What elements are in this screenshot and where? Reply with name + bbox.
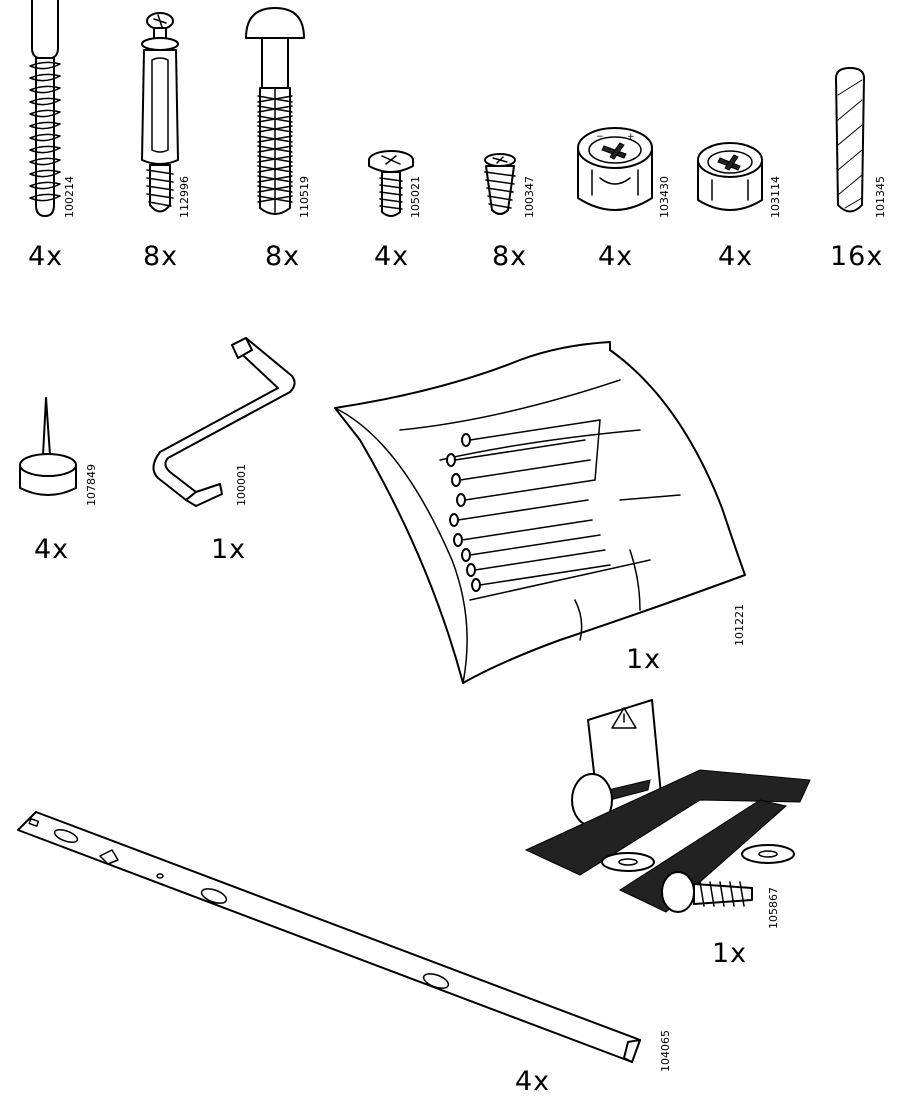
machine-screw-icon: [368, 150, 414, 217]
qty-101345: 16x: [830, 241, 884, 272]
cam-screw-icon: [484, 153, 516, 215]
code-103114: 103114: [769, 176, 782, 218]
code-101345: 101345: [874, 176, 887, 218]
nail-bag-icon: [334, 341, 746, 684]
qty-105021: 4x: [374, 241, 410, 272]
qty-112996: 8x: [143, 241, 179, 272]
code-107849: 107849: [85, 464, 98, 506]
code-105867: 105867: [767, 887, 780, 929]
code-103430: 103430: [658, 176, 671, 218]
lag-screw-icon: [29, 0, 61, 217]
qty-104065: 4x: [515, 1066, 551, 1097]
qty-105867: 1x: [712, 938, 748, 969]
qty-100214: 4x: [28, 241, 64, 272]
code-110519: 110519: [298, 176, 311, 218]
qty-107849: 4x: [34, 534, 70, 565]
code-100214: 100214: [63, 176, 76, 218]
code-112996: 112996: [178, 176, 191, 218]
qty-103430: 4x: [598, 241, 634, 272]
code-100001: 100001: [235, 464, 248, 506]
qty-103114: 4x: [718, 241, 754, 272]
wall-plug-bolt-icon: [141, 12, 179, 213]
code-100347: 100347: [523, 176, 536, 218]
allen-key-icon: [152, 337, 296, 507]
code-101221: 101221: [733, 604, 746, 646]
cam-lock-small-icon: [697, 142, 763, 211]
qty-101221: 1x: [626, 644, 662, 675]
qty-110519: 8x: [265, 241, 301, 272]
svg-text:+: +: [627, 132, 635, 142]
wall-anchor-strap-kit-icon: [524, 699, 811, 913]
furniture-glide-icon: [19, 397, 77, 496]
metal-rail-icon: [17, 811, 641, 1063]
code-105021: 105021: [409, 176, 422, 218]
code-104065: 104065: [659, 1030, 672, 1072]
svg-text:−: −: [596, 132, 604, 142]
qty-100347: 8x: [492, 241, 528, 272]
wood-dowel-icon: [835, 67, 865, 213]
anchor-bolt-icon: [245, 7, 305, 215]
qty-100001: 1x: [211, 534, 247, 565]
cam-lock-icon: − +: [577, 127, 653, 211]
